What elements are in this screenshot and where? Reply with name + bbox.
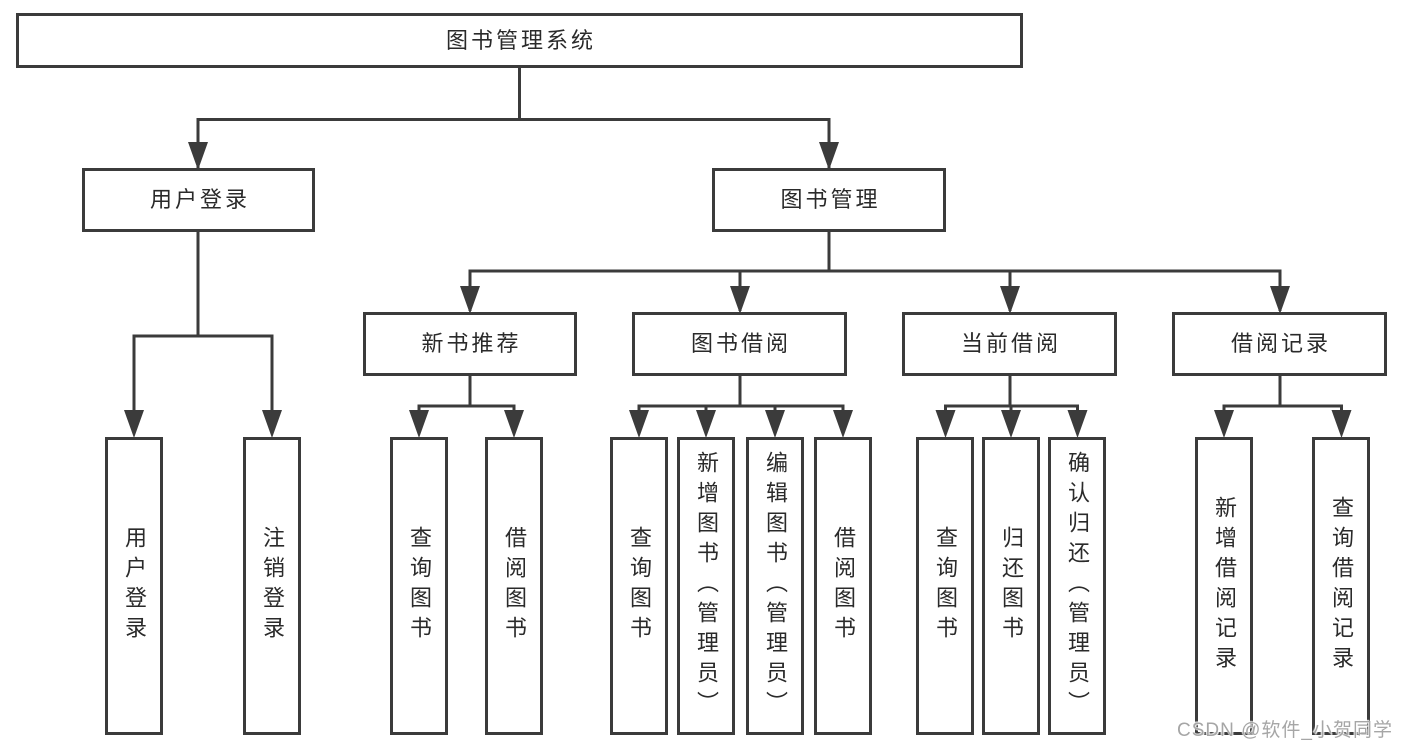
leaf-add-borrow-record-label: 新增借阅记录 [1212,496,1237,676]
leaf-query-books-borrow: 查询图书 [610,437,668,735]
csdn-watermark: CSDN @软件_小贺同学 [1177,720,1393,741]
leaf-borrow-books-recommend-label: 借阅图书 [502,526,527,646]
node-system-root: 图书管理系统 [16,13,1023,68]
leaf-query-borrow-record-label: 查询借阅记录 [1329,496,1354,676]
leaf-borrow-books: 借阅图书 [814,437,872,735]
leaf-logout-label: 注销登录 [260,526,285,646]
node-user-login-label: 用户登录 [149,187,250,212]
node-system-root-label: 图书管理系统 [445,27,596,53]
node-new-book-recommend-label: 新书推荐 [421,331,522,356]
leaf-edit-books-admin-label: 编辑图书（管理员） [763,451,788,721]
node-current-borrow: 当前借阅 [902,312,1117,376]
leaf-query-borrow-record: 查询借阅记录 [1312,437,1370,735]
leaf-borrow-books-label: 借阅图书 [831,526,856,646]
leaf-add-books-admin: 新增图书（管理员） [677,437,735,735]
node-user-login: 用户登录 [82,168,315,232]
leaf-user-login: 用户登录 [105,437,163,735]
arrowheads [124,142,1352,438]
leaf-user-login-label: 用户登录 [122,526,147,646]
leaf-query-books-current: 查询图书 [916,437,974,735]
leaf-borrow-books-recommend: 借阅图书 [485,437,543,735]
leaf-return-books-label: 归还图书 [999,526,1024,646]
leaf-query-books-recommend: 查询图书 [390,437,448,735]
leaf-query-books-current-label: 查询图书 [933,526,958,646]
leaf-edit-books-admin: 编辑图书（管理员） [746,437,804,735]
node-current-borrow-label: 当前借阅 [960,331,1061,356]
leaf-confirm-return-admin-label: 确认归还（管理员） [1065,451,1090,721]
node-book-management-label: 图书管理 [780,187,881,212]
node-book-borrow: 图书借阅 [632,312,847,376]
node-borrow-records: 借阅记录 [1172,312,1387,376]
tree-edges [132,66,1343,434]
leaf-add-books-admin-label: 新增图书（管理员） [694,451,719,721]
leaf-confirm-return-admin: 确认归还（管理员） [1048,437,1106,735]
leaf-return-books: 归还图书 [982,437,1040,735]
node-book-management: 图书管理 [712,168,946,232]
leaf-add-borrow-record: 新增借阅记录 [1195,437,1253,735]
node-new-book-recommend: 新书推荐 [363,312,577,376]
leaf-query-books-recommend-label: 查询图书 [407,526,432,646]
leaf-logout: 注销登录 [243,437,301,735]
node-borrow-records-label: 借阅记录 [1230,331,1331,356]
leaf-query-books-borrow-label: 查询图书 [627,526,652,646]
node-book-borrow-label: 图书借阅 [690,331,791,356]
